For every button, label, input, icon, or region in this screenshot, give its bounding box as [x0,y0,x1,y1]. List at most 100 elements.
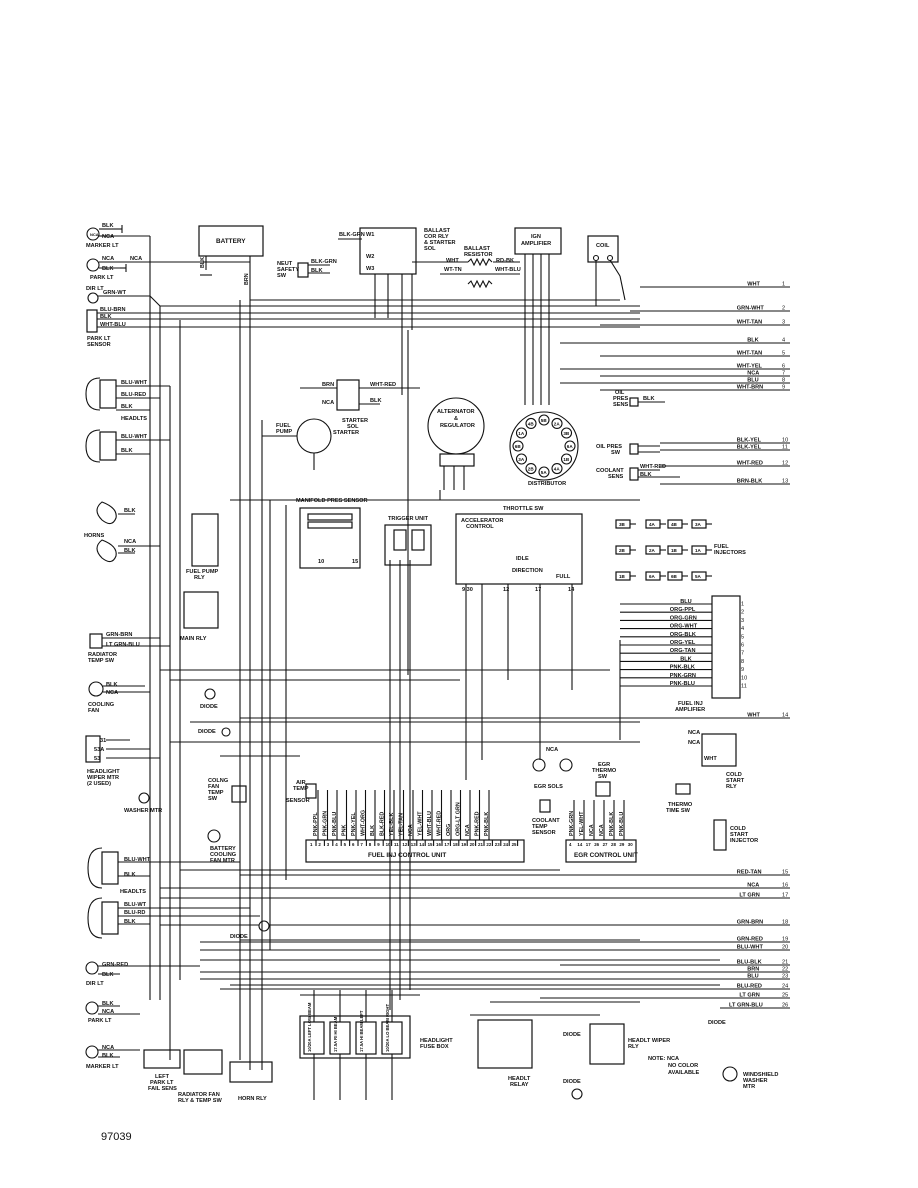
egr-pin-29: 29 [619,842,624,847]
amp-wire-label-7: BLK [680,656,692,662]
main-rly: MAIN RLY [180,591,219,642]
svg-text:NCA: NCA [90,232,99,237]
bus-wire-color-25: LT GRN [739,993,759,999]
svg-text:RLY: RLY [194,575,205,581]
fuse-label-2: 17.5A HI BEAM LEFT [359,1010,364,1052]
fi-wire-label-5: WHT-ORG [361,810,367,836]
svg-text:RD-BK: RD-BK [496,258,514,264]
svg-text:WHT: WHT [704,756,717,762]
injector-label-9: 6A [649,574,656,579]
svg-text:COLD: COLD [726,772,742,778]
egr-pin-28: 28 [611,842,616,847]
svg-text:SW: SW [598,774,608,780]
distributor-post-1b [560,453,573,465]
bus-wire-number-9: 9 [782,385,785,391]
svg-text:BLU-WHT: BLU-WHT [121,434,148,440]
svg-text:BLK: BLK [100,314,112,320]
svg-text:BRN: BRN [322,382,334,388]
svg-text:PARK LT: PARK LT [90,275,114,281]
coil: COIL [587,235,626,306]
svg-text:THERMO: THERMO [668,802,693,808]
svg-text:GRN-WT: GRN-WT [103,290,127,296]
fi-pin-8: 8 [369,842,372,847]
bus-wire-color-16: NCA [747,883,759,889]
bus-wire-number-20: 20 [782,945,788,951]
washer-mtr: WASHER MTR [124,792,162,814]
fi-wire-label-8: YEL-BLK [389,813,395,836]
fi-pin-23: 23 [495,842,500,847]
bus-wire-number-23: 23 [782,974,788,980]
fi-wire-label-18: PNK-BLK [484,812,490,836]
svg-text:31: 31 [100,738,106,744]
fi-pin-6: 6 [352,842,355,847]
svg-text:NEUT: NEUT [277,261,293,267]
svg-text:EGR: EGR [598,762,610,768]
fi-pin-19: 19 [461,842,466,847]
cold-start-injector: COLD START INJECTOR [713,819,758,851]
svg-text:FUEL: FUEL [276,423,291,429]
amp-wire-label-6: ORG-TAN [670,648,696,654]
amp-pin-3: 3 [741,618,744,624]
svg-text:OIL PRES: OIL PRES [596,444,622,450]
svg-text:BLK: BLK [102,223,114,229]
fi-pin-9: 9 [377,842,380,847]
svg-text:HEADLIGHT: HEADLIGHT [420,1038,453,1044]
svg-text:LEFT: LEFT [155,1074,170,1080]
svg-text:NCA: NCA [688,730,700,736]
svg-text:ACCELERATOR: ACCELERATOR [461,518,503,524]
bus-wire-color-9: WHT-BRN [737,385,763,391]
svg-text:SW: SW [611,450,621,456]
svg-text:STARTER: STARTER [333,430,359,436]
ballast-resistor: BALLAST RESISTOR WHT RD-BK WT-TN WHT-BLU [412,246,521,289]
svg-text:DIODE: DIODE [563,1032,581,1038]
injector-label-11: 5A [695,574,702,579]
amp-pin-9: 9 [741,667,744,673]
svg-text:10: 10 [318,559,324,565]
svg-text:DIODE: DIODE [198,729,216,735]
fi-wire-label-13: WHT-RED [437,811,443,836]
bus-wire-color-3: WHT-TAN [737,320,762,326]
svg-text:START: START [726,778,745,784]
svg-text:SENSOR: SENSOR [286,798,310,804]
svg-text:COLNG: COLNG [208,778,228,784]
cooling-fan: BLK NCA COOLING FAN [88,681,150,714]
bus-wire-number-11: 11 [782,445,788,451]
svg-text:AVAILABLE: AVAILABLE [668,1070,699,1076]
figure-number: 97039 [101,1131,132,1143]
distributor-post-label-1a: 1A [518,431,525,436]
fuse-label-3: 10/20A LO BEAM RIGHT [385,1004,390,1052]
svg-text:BLK: BLK [102,972,114,978]
amp-wire-label-0: BLU [680,599,692,605]
amp-pin-1: 1 [741,602,744,608]
svg-text:INJECTORS: INJECTORS [714,550,746,556]
svg-text:IDLE: IDLE [516,556,529,562]
distributor-post-5a [538,466,550,478]
svg-text:EGR CONTROL UNIT: EGR CONTROL UNIT [574,852,638,859]
svg-text:FAN: FAN [208,784,219,790]
dir-lt-top: DIR LT GRN-WT [86,286,640,307]
fi-wire-label-2: PNK-BLU [332,812,338,836]
svg-text:NCA: NCA [102,256,114,262]
bus-wire-color-2: GRN-WHT [737,306,765,312]
svg-text:COOLING: COOLING [210,852,236,858]
bus-wire-color-22: BRN [747,967,759,973]
headlt-wiper-rly: HEADLT WIPER RLY DIODE DIODE [563,1023,670,1100]
svg-text:BLK: BLK [102,1053,114,1059]
distributor-post-6a [564,440,576,452]
svg-text:HORNS: HORNS [84,533,104,539]
bus-wire-color-21: BLU-BLK [737,960,762,966]
svg-text:THROTTLE SW: THROTTLE SW [503,506,544,512]
bus-wire-number-12: 12 [782,461,788,467]
svg-text:BLK: BLK [124,919,136,925]
bus-wire-number-10: 10 [782,438,788,444]
svg-text:MANIFOLD PRES SENSOR: MANIFOLD PRES SENSOR [296,498,367,504]
svg-text:SW: SW [208,796,218,802]
egr-wire-label-5: PNK-BLU [619,812,625,836]
cold-start-rly: NCA NCA WHT COLD START RLY [688,730,745,790]
bus-wire-number-26: 26 [782,1003,788,1009]
svg-text:WINDSHIELD: WINDSHIELD [743,1072,778,1078]
bus-wire-color-6: WHT-YEL [737,364,763,370]
injector-label-0: 3B [619,522,626,527]
